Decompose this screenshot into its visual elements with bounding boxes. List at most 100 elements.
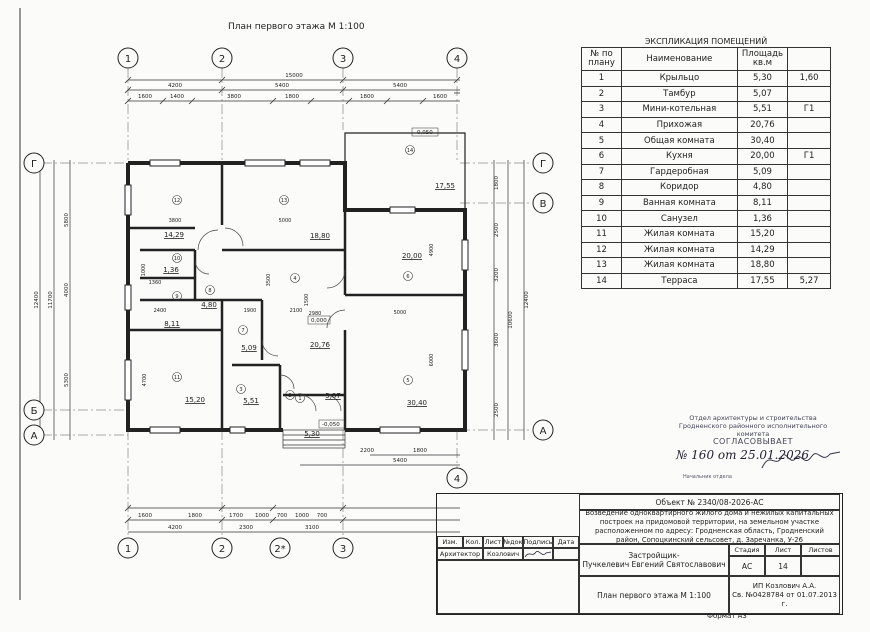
room-area: 8,11 (164, 320, 180, 328)
explication-header: Наименование (621, 47, 738, 71)
dim-text: 5400 (275, 83, 289, 89)
explication-area: 20,00 (736, 147, 789, 165)
dim-text: 1600 (138, 513, 152, 519)
explication-extra: Г1 (787, 147, 831, 165)
dimension-texts: 15000 4200 5400 5400 1600 1400 3800 1800… (138, 73, 447, 531)
explication-area: 14,29 (736, 241, 789, 259)
dim-text: 3500 (266, 274, 272, 287)
explication-extra (787, 241, 831, 259)
explication-extra: Г1 (787, 101, 831, 118)
axis-label: 1 (125, 54, 131, 65)
dim-text: 5800 (64, 213, 70, 227)
explication-header: Площадь кв.м (736, 47, 789, 71)
axis-label: 1 (125, 544, 131, 555)
axis-label: А (540, 426, 547, 437)
dim-text: 1700 (229, 513, 243, 519)
tb-role: Архитектор (437, 548, 483, 560)
sheet-format: Формат А3 (707, 612, 747, 620)
dim-text: 2300 (239, 525, 253, 531)
explication-area: 18,80 (736, 257, 789, 274)
dim-text: 11700 (48, 291, 54, 309)
dim-text: 3200 (494, 268, 500, 282)
axis-label: Г (540, 159, 546, 170)
axis-label: Г (31, 159, 37, 170)
vertical-dimension-texts: 12400 11700 5800 4000 5300 1800 2500 320… (34, 176, 530, 417)
dim-text: 3800 (227, 94, 241, 100)
room-area: 15,20 (185, 396, 205, 404)
axis-label: 2* (274, 544, 285, 555)
axis-label: 2 (219, 54, 225, 65)
axis-label: 4 (454, 54, 460, 65)
tb-col-header: Дата (553, 536, 579, 548)
explication-header: № по плану (580, 47, 623, 71)
explication-extra (787, 194, 831, 212)
dim-text: 1800 (413, 448, 427, 454)
room-number: 5 (406, 378, 409, 384)
room-numbers: 1 2 3 4 5 6 7 8 9 10 11 12 13 14 (174, 148, 413, 402)
room-area: 1,36 (163, 266, 179, 274)
tb-sheets (801, 556, 840, 576)
room-areas: 14,29 18,80 20,00 17,55 1,36 4,80 8,11 5… (163, 182, 455, 438)
axis-label: 3 (340, 54, 346, 65)
dim-text: 1400 (170, 94, 184, 100)
explication-area: 5,51 (736, 101, 789, 118)
tb-col-header: Кол. (463, 536, 483, 548)
dim-text: 5400 (393, 458, 407, 464)
level-mark: -0,050 (415, 130, 433, 136)
explication-extra (787, 179, 831, 196)
explication-header (787, 47, 831, 71)
tb-company-name: ИП Козлович А.А. (752, 581, 817, 590)
dim-text: 3800 (169, 218, 182, 224)
room-number: 7 (241, 328, 244, 334)
explication-number: 7 (580, 163, 623, 181)
tb-stage-header: Стадия (729, 544, 765, 556)
room-number: 8 (208, 288, 211, 294)
explication-extra: 5,27 (787, 272, 831, 290)
porch-steps (282, 429, 346, 449)
tb-col-header: Подпись (523, 536, 553, 548)
dim-text: 700 (277, 513, 288, 519)
tb-date-cell (553, 548, 579, 560)
room-number: 14 (407, 148, 413, 154)
dim-text: 1360 (149, 280, 162, 286)
approval-line: СОГЛАСОВЫВАЕТ (712, 437, 794, 446)
explication-name: Крыльцо (621, 70, 738, 87)
windows (124, 159, 469, 434)
explication-extra (787, 163, 831, 181)
room-number: 9 (175, 294, 178, 300)
explication-name: Жилая комната (621, 257, 738, 274)
room-number: 11 (174, 375, 180, 381)
axis-label: Б (31, 406, 38, 417)
dim-text: 4700 (142, 374, 148, 387)
doors (194, 227, 346, 412)
dim-text: 1600 (433, 94, 447, 100)
explication-name: Жилая комната (621, 225, 738, 243)
tb-client-name: Пучкелевич Евгений Святославович (582, 560, 726, 569)
approval-small-label: Начальник отдела (683, 474, 732, 480)
axis-label: В (540, 199, 547, 210)
signature-scribble (761, 451, 841, 469)
explication-extra (787, 85, 831, 103)
room-area: 30,40 (407, 399, 427, 407)
floor-plan: 1 2 3 4 1 2 2* 3 Г Б А Г В А 4 15000 420… (19, 8, 554, 600)
tb-company-license: Св. №0428784 от 01.07.2013 г. (732, 590, 837, 608)
tb-col-header: Изм. (437, 536, 463, 548)
axis-label: 4 (454, 474, 460, 485)
explication-name: Санузел (621, 210, 738, 227)
explication-extra (787, 132, 831, 149)
level-marks: -0,050 0,000 -0,050 (307, 127, 439, 429)
dim-text: 2200 (360, 448, 374, 454)
explication-area: 5,09 (736, 163, 789, 181)
dim-text: 1800 (188, 513, 202, 519)
room-area: 20,00 (402, 252, 422, 260)
explication-number: 8 (580, 179, 623, 196)
dim-text: 4200 (168, 525, 182, 531)
dim-text: 1000 (141, 264, 147, 277)
